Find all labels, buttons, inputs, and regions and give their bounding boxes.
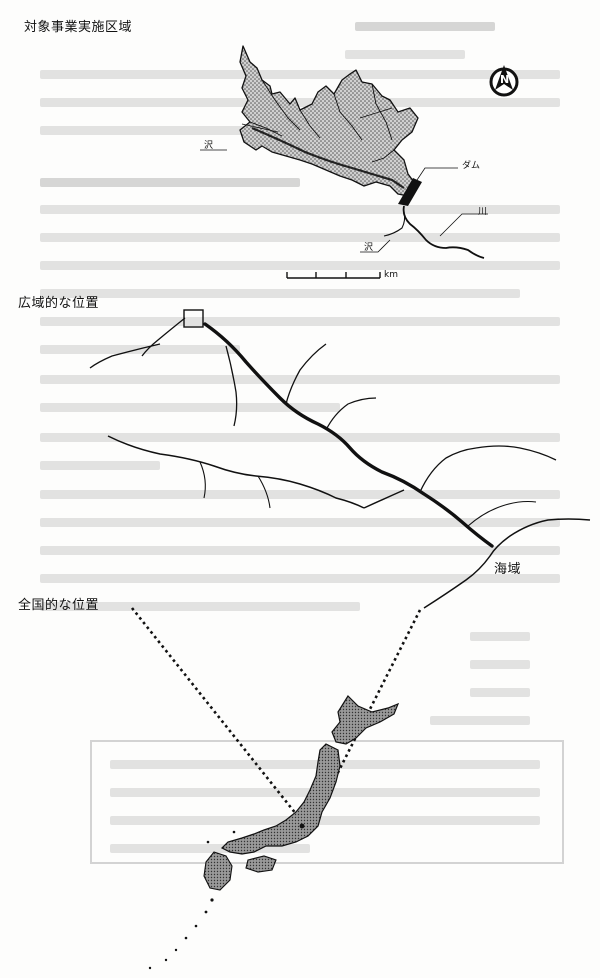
reservoir-main-channel xyxy=(251,126,405,189)
dam-label: ダム xyxy=(462,161,481,171)
reservoir-map xyxy=(200,45,519,279)
target-area-locator-box xyxy=(183,309,204,328)
kyushu xyxy=(203,851,233,891)
honshu xyxy=(220,743,341,855)
national-position-heading: 全国的な位置 xyxy=(18,598,100,613)
sea-area-label: 海域 xyxy=(494,562,522,577)
regional-main-river xyxy=(203,322,494,548)
connector-line-left xyxy=(130,607,306,825)
hokkaido xyxy=(331,695,400,745)
scale-bar xyxy=(286,272,381,279)
national-japan-map xyxy=(130,607,422,970)
stream-label-upper: 沢 xyxy=(204,141,214,151)
downstream-river xyxy=(402,205,485,259)
regional-river-map xyxy=(89,309,591,609)
reservoir-outline xyxy=(239,45,419,197)
north-arrow-icon xyxy=(489,65,519,97)
shikoku xyxy=(245,855,277,873)
target-area-heading: 対象事業実施区域 xyxy=(24,20,133,35)
dam-structure xyxy=(398,178,422,206)
scale-unit-label: km xyxy=(384,270,398,280)
coastline xyxy=(423,518,591,609)
stream-label-lower: 沢 xyxy=(364,243,374,253)
regional-position-heading: 広域的な位置 xyxy=(18,296,100,311)
river-label: 川 xyxy=(478,207,488,217)
north-label: N xyxy=(500,73,510,86)
